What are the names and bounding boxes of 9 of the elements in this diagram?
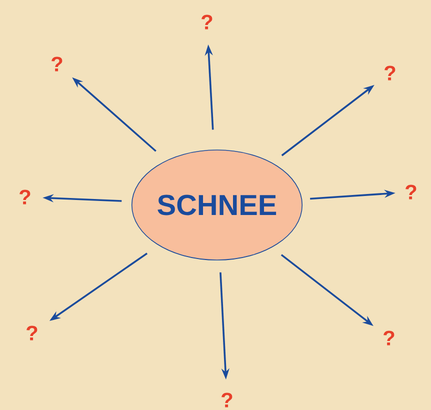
question-mark: ? (202, 14, 212, 30)
question-mark: ? (26, 326, 38, 340)
question-mark: ? (384, 330, 394, 346)
question-mark: ? (20, 190, 30, 204)
question-mark: ? (222, 392, 232, 408)
question-mark: ? (384, 66, 396, 80)
ellipse-node: SCHNEE (131, 150, 303, 260)
question-mark: ? (406, 184, 416, 200)
question-mark: ? (52, 56, 62, 72)
